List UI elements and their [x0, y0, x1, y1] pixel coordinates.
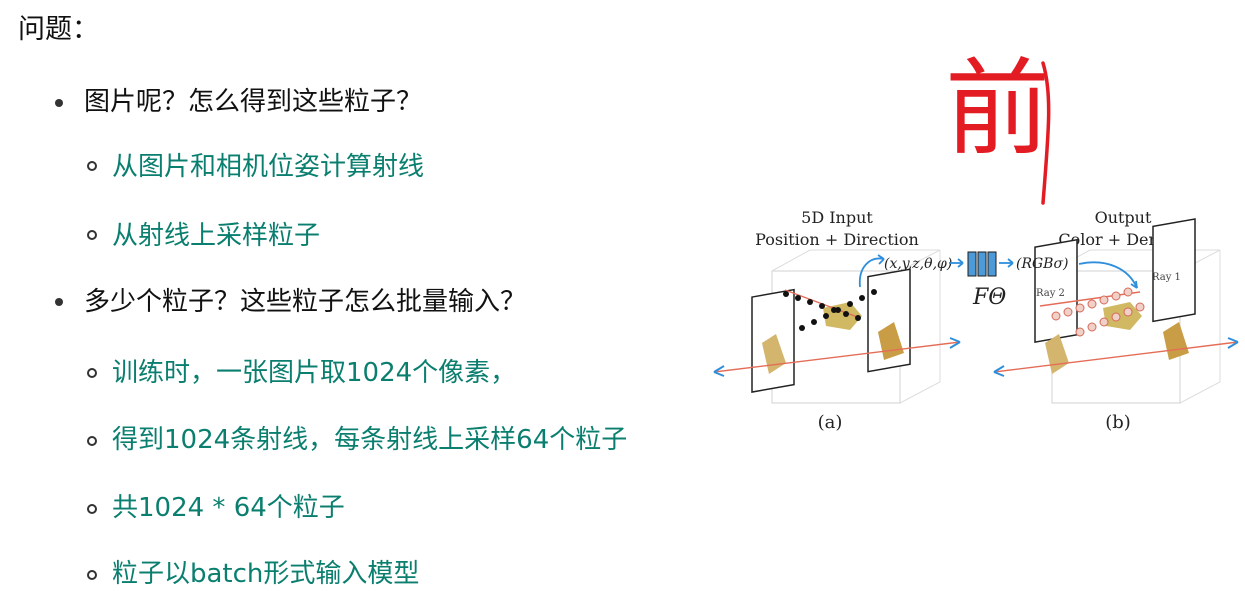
right-ray-arrow-right [1227, 337, 1239, 349]
right-truck [1103, 302, 1142, 330]
bullet-2-subitem-2: 得到1024条射线，每条射线上采样64个粒子 [112, 425, 628, 455]
subbullet-ring-6 [87, 570, 97, 580]
left-samples [783, 289, 877, 331]
annotation-text: 前 [945, 48, 1050, 170]
left-title: 5D Input [801, 208, 873, 227]
left-ray-arrow-right [949, 337, 961, 349]
bullet-2-subitem-3: 共1024 * 64个粒子 [112, 493, 345, 523]
network-box-2 [977, 251, 987, 277]
subbullet-ring-2 [87, 230, 97, 240]
nerf-diagram: 5D Input Position + Direction Output Col… [713, 208, 1239, 433]
right-picture-2 [1163, 322, 1189, 360]
network-label: FΘ [972, 285, 1006, 310]
left-volume-depth [771, 249, 941, 404]
subbullet-ring-1 [87, 161, 97, 171]
handwritten-annotation: 前 [945, 48, 1051, 205]
left-picture-2 [878, 322, 904, 360]
network-box-1 [967, 251, 977, 277]
input-curved-arrow-head [877, 254, 885, 265]
ray-1-label: Ray 1 [1152, 272, 1181, 283]
subbullet-ring-4 [87, 436, 97, 446]
right-image-plane-right [1152, 218, 1196, 323]
slide-title: 问题： [18, 14, 99, 45]
input-formula: (x,y,z,θ,φ) [884, 256, 952, 272]
right-samples [1051, 287, 1145, 337]
output-curved-arrow-head [1130, 280, 1138, 289]
bullet-1-text: 图片呢？怎么得到这些粒子？ [84, 87, 423, 117]
left-subtitle: Position + Direction [755, 230, 919, 249]
bullet-1-subitem-2: 从射线上采样粒子 [112, 221, 321, 251]
input-to-network-arrow-head [957, 258, 964, 268]
output-curved-arrow [1078, 261, 1138, 289]
right-ray-b [1039, 291, 1141, 307]
bullet-dot-2 [55, 298, 63, 306]
bullet-1-subitem-1: 从图片和相机位姿计算射线 [112, 152, 425, 182]
right-ray-a [993, 341, 1239, 373]
subbullet-ring-3 [87, 368, 97, 378]
bullet-2-text: 多少个粒子？这些粒子怎么批量输入？ [84, 287, 527, 317]
right-ray-arrow-left [993, 365, 1005, 377]
right-title: Output [1095, 208, 1152, 227]
left-ray-a [713, 341, 961, 373]
output-formula: (RGBσ) [1016, 256, 1069, 272]
annotation-stroke [1041, 61, 1051, 205]
subbullet-ring-5 [87, 504, 97, 514]
nerf-figure: 5D Input Position + Direction Output Col… [690, 198, 1245, 438]
network-to-output-arrow-head [1007, 258, 1014, 268]
bullet-2-subitem-4: 粒子以batch形式输入模型 [112, 559, 420, 589]
bullet-2-subitem-1: 训练时，一张图片取1024个像素， [112, 358, 517, 388]
left-ray-arrow-left [713, 365, 725, 377]
caption-a: (a) [818, 412, 843, 433]
bullet-dot-1 [55, 99, 63, 107]
caption-b: (b) [1105, 412, 1131, 433]
network-box-3 [987, 251, 997, 277]
ray-2-label: Ray 2 [1036, 288, 1065, 299]
input-curved-arrow [858, 257, 885, 288]
